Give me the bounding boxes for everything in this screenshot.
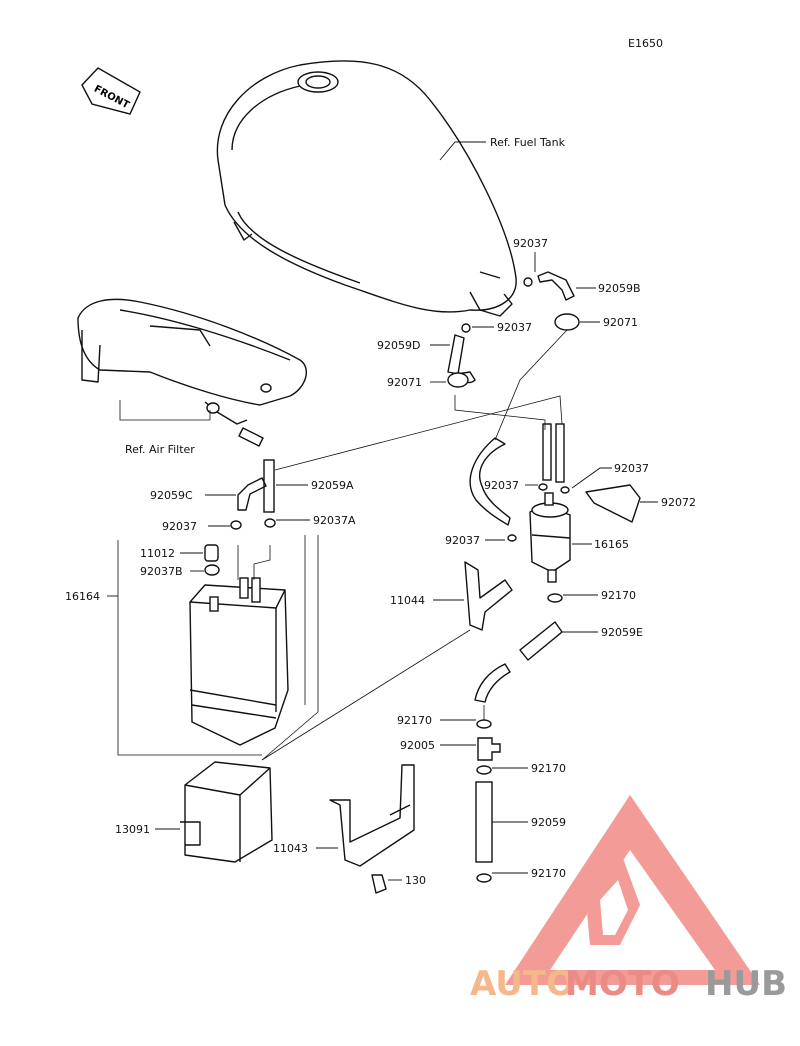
label-92059c: 92059C <box>150 489 193 502</box>
label-92037b: 92037B <box>140 565 183 578</box>
label-air-filter: Ref. Air Filter <box>125 443 195 456</box>
label-92059a: 92059A <box>311 479 354 492</box>
label-92170-b: 92170 <box>397 714 432 727</box>
label-11012: 11012 <box>140 547 175 560</box>
callout-labels: Ref. Fuel Tank Ref. Air Filter 92037 920… <box>65 136 696 887</box>
reference-lines <box>117 329 568 761</box>
label-fuel-tank: Ref. Fuel Tank <box>490 136 566 149</box>
air-filter <box>77 298 308 447</box>
label-92071-left: 92071 <box>387 376 422 389</box>
label-11043: 11043 <box>273 842 308 855</box>
front-arrow-icon: FRONT <box>81 67 141 115</box>
watermark-moto: MOTO <box>565 964 680 1004</box>
fuel-tank <box>216 60 517 317</box>
label-92037-pump: 92037 <box>445 534 480 547</box>
pump-16165 <box>529 484 641 583</box>
label-11044: 11044 <box>390 594 425 607</box>
watermark-hub: HUB <box>705 964 787 1004</box>
leader-lines <box>107 141 658 881</box>
label-92059b: 92059B <box>598 282 641 295</box>
diagram-code: E1650 <box>628 37 663 50</box>
bracket-11044 <box>464 561 513 631</box>
watermark-auto: AUTO <box>470 964 575 1004</box>
watermark-text: AUTO MOTO HUB <box>470 964 787 1004</box>
label-130: 130 <box>405 874 426 887</box>
label-92170-c: 92170 <box>531 762 566 775</box>
label-13091: 13091 <box>115 823 150 836</box>
label-92170-d: 92170 <box>531 867 566 880</box>
label-92072: 92072 <box>661 496 696 509</box>
label-92059e: 92059E <box>601 626 643 639</box>
label-16165: 16165 <box>594 538 629 551</box>
bracket-11043 <box>329 764 415 894</box>
canister-16164 <box>189 544 289 746</box>
label-92037-mid: 92037 <box>497 321 532 334</box>
label-92071-right: 92071 <box>603 316 638 329</box>
label-92059d: 92059D <box>377 339 420 352</box>
label-92059: 92059 <box>531 816 566 829</box>
label-92037-left: 92037 <box>162 520 197 533</box>
label-92037-filter: 92037 <box>484 479 519 492</box>
label-92037-top: 92037 <box>513 237 548 250</box>
hoses <box>206 271 580 883</box>
label-92037-right: 92037 <box>614 462 649 475</box>
label-16164: 16164 <box>65 590 100 603</box>
holder-13091 <box>180 761 273 863</box>
label-92170-a: 92170 <box>601 589 636 602</box>
label-92037a: 92037A <box>313 514 356 527</box>
label-92005: 92005 <box>400 739 435 752</box>
watermark-logo <box>505 795 760 985</box>
